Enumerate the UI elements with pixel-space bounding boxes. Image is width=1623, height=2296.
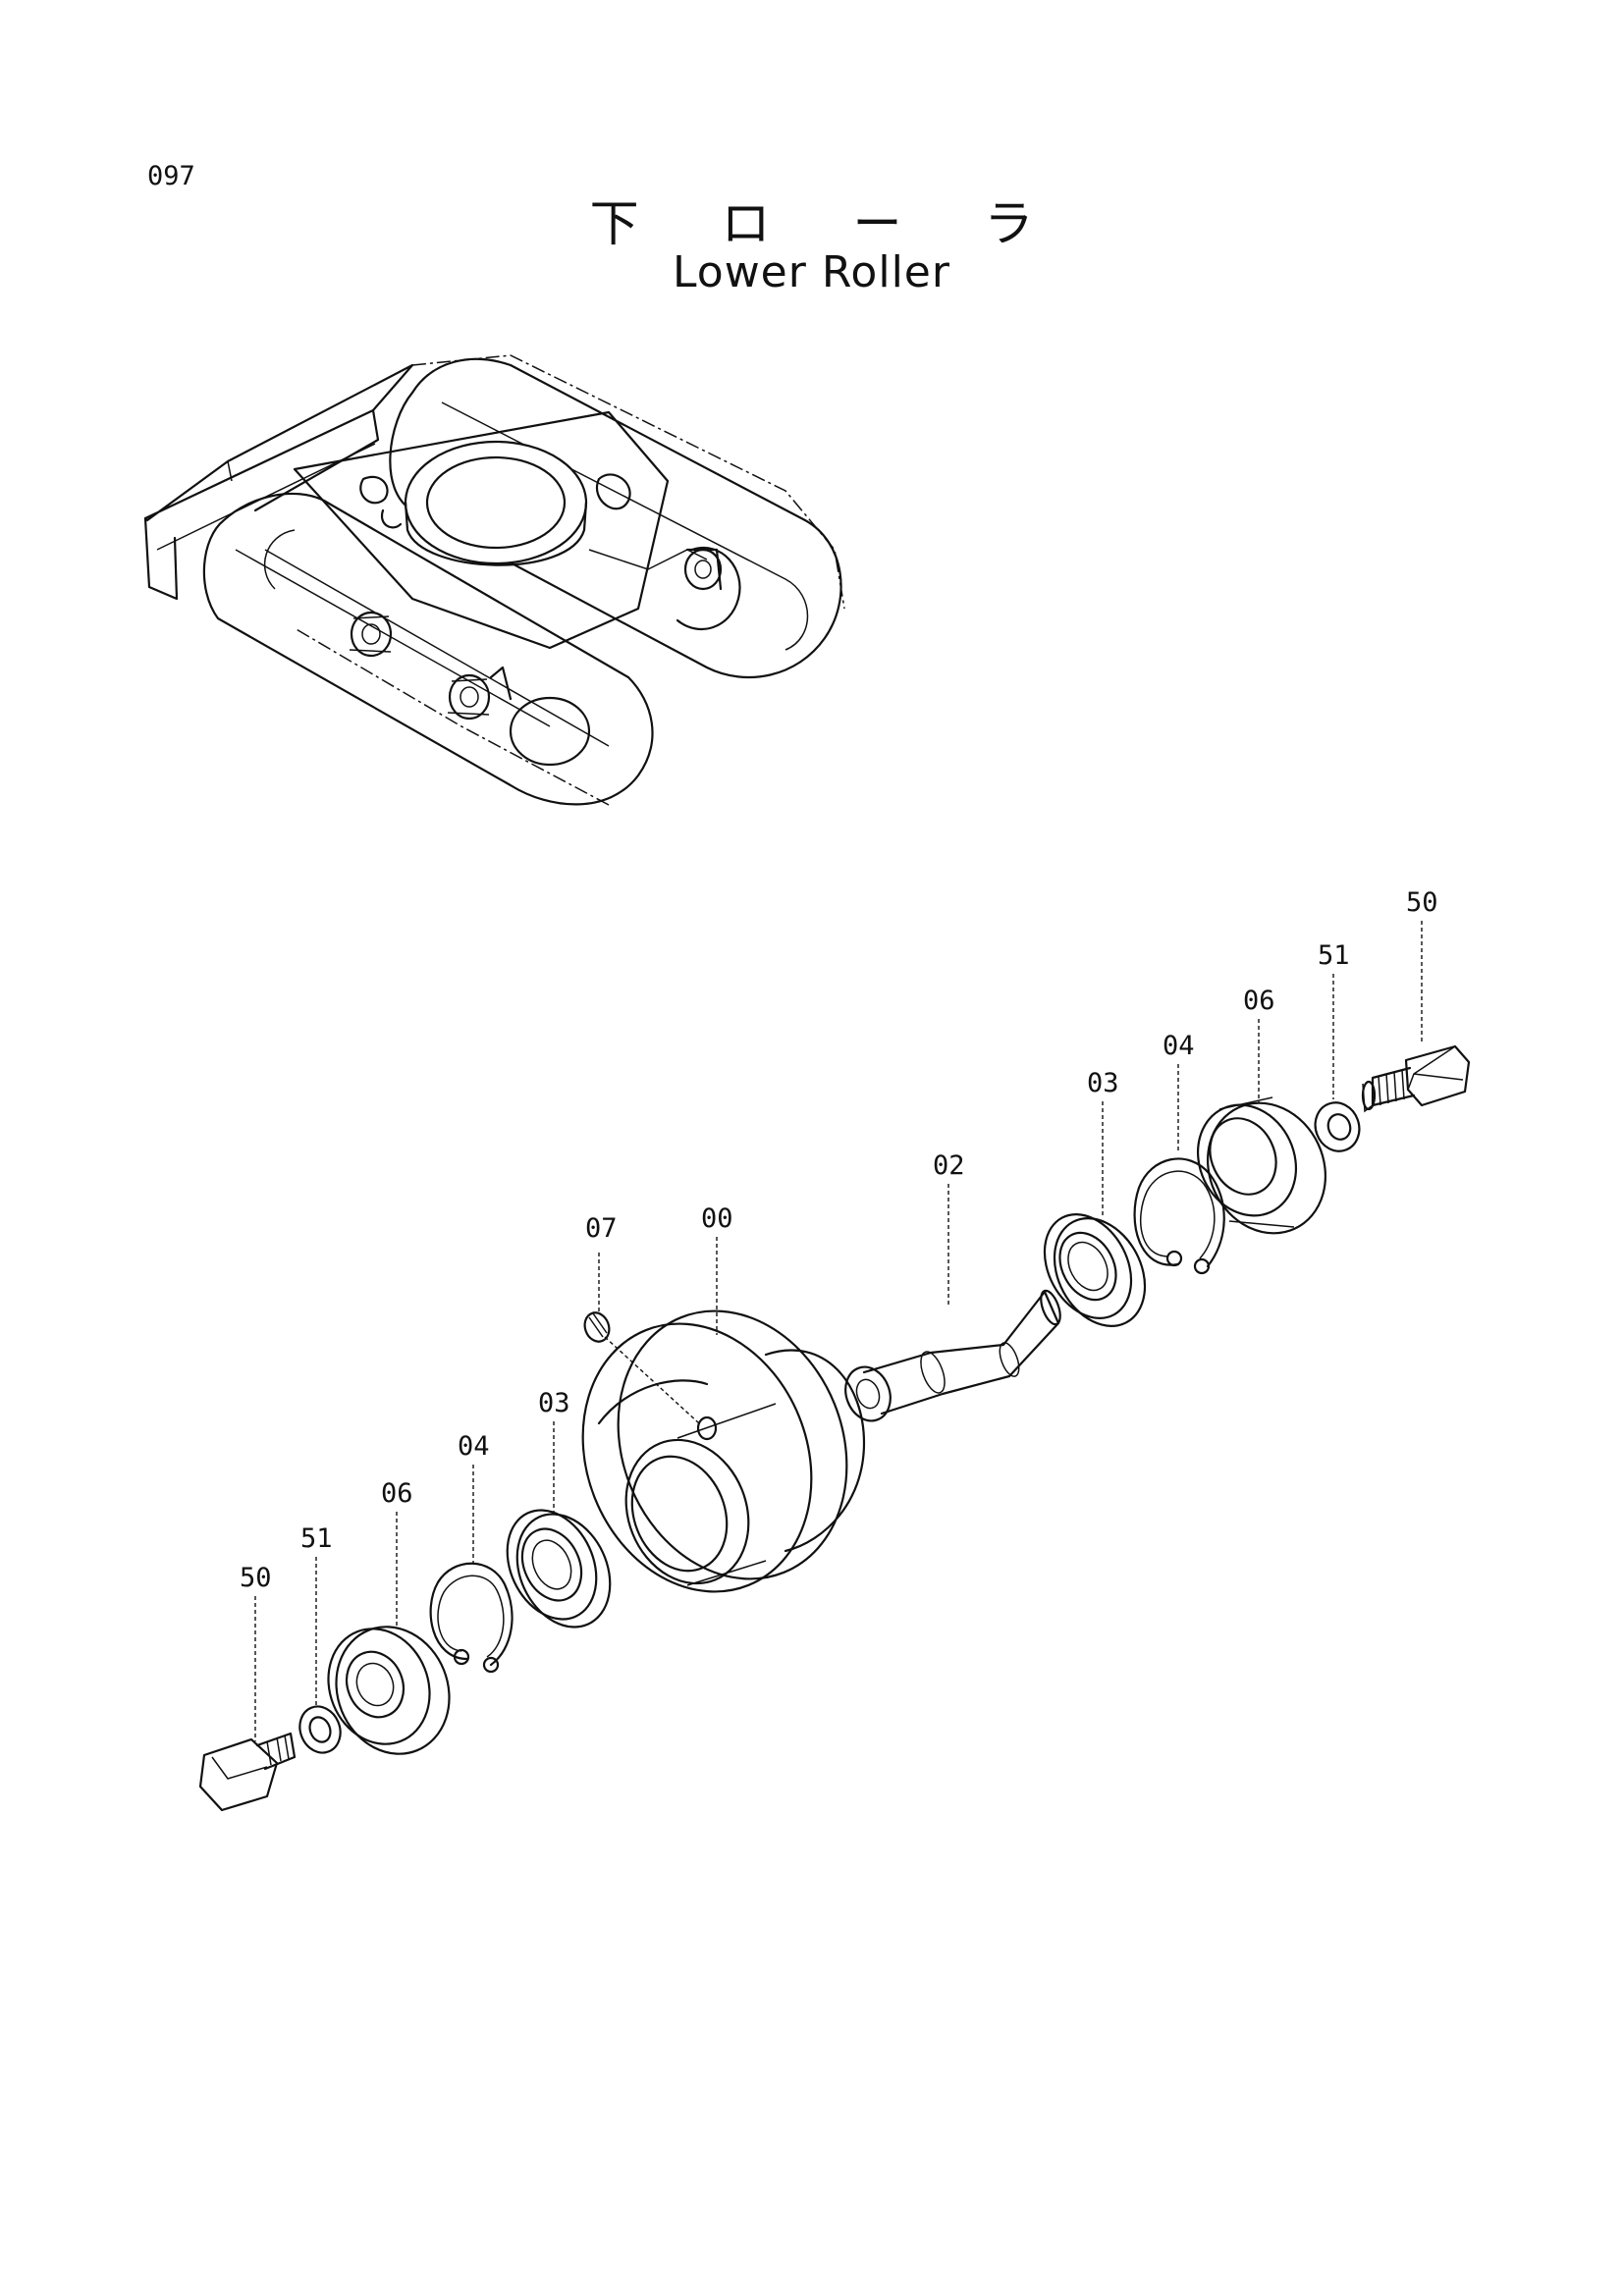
dozer-blade	[143, 363, 414, 601]
track-left	[202, 492, 654, 806]
part-06-cover-right	[1196, 1096, 1327, 1235]
center-frame	[293, 410, 708, 650]
title-english: Lower Roller	[673, 247, 950, 297]
page-number: 097	[147, 161, 195, 191]
part-03-bearing-left	[506, 1509, 612, 1629]
callout-04-left: 04	[458, 1431, 490, 1462]
part-51-washer-right	[1314, 1101, 1361, 1152]
title-japanese: 下 ロ ー ラ	[589, 195, 1067, 252]
part-50-bolt-left	[198, 1732, 297, 1812]
roller-callouts-overview	[349, 548, 723, 721]
callout-00: 00	[701, 1203, 733, 1234]
callout-06-right: 06	[1243, 986, 1275, 1016]
callout-03-right: 03	[1087, 1068, 1119, 1098]
part-00-roller-body	[581, 1309, 866, 1593]
callout-51-left: 51	[300, 1523, 333, 1554]
part-02-shaft	[844, 1289, 1061, 1422]
part-07-plug	[583, 1311, 718, 1441]
callout-50-left: 50	[240, 1563, 272, 1593]
callout-51-right: 51	[1318, 940, 1350, 971]
callout-02: 02	[933, 1150, 965, 1181]
envelope-line	[294, 354, 845, 806]
callout-07: 07	[585, 1213, 618, 1244]
callout-04-right: 04	[1163, 1031, 1195, 1061]
part-04-snap-ring-right	[1133, 1157, 1225, 1275]
callout-03-left: 03	[538, 1388, 570, 1418]
undercarriage-illustration	[143, 354, 845, 806]
leader-lines	[254, 921, 1423, 1741]
part-04-snap-ring-left	[429, 1562, 514, 1674]
part-51-washer-left	[298, 1705, 342, 1754]
callout-06-left: 06	[381, 1478, 413, 1509]
callout-50-right: 50	[1406, 887, 1438, 918]
part-06-cover-left	[327, 1626, 451, 1755]
part-50-bolt-right	[1361, 1044, 1471, 1113]
part-03-bearing-right	[1043, 1213, 1147, 1327]
